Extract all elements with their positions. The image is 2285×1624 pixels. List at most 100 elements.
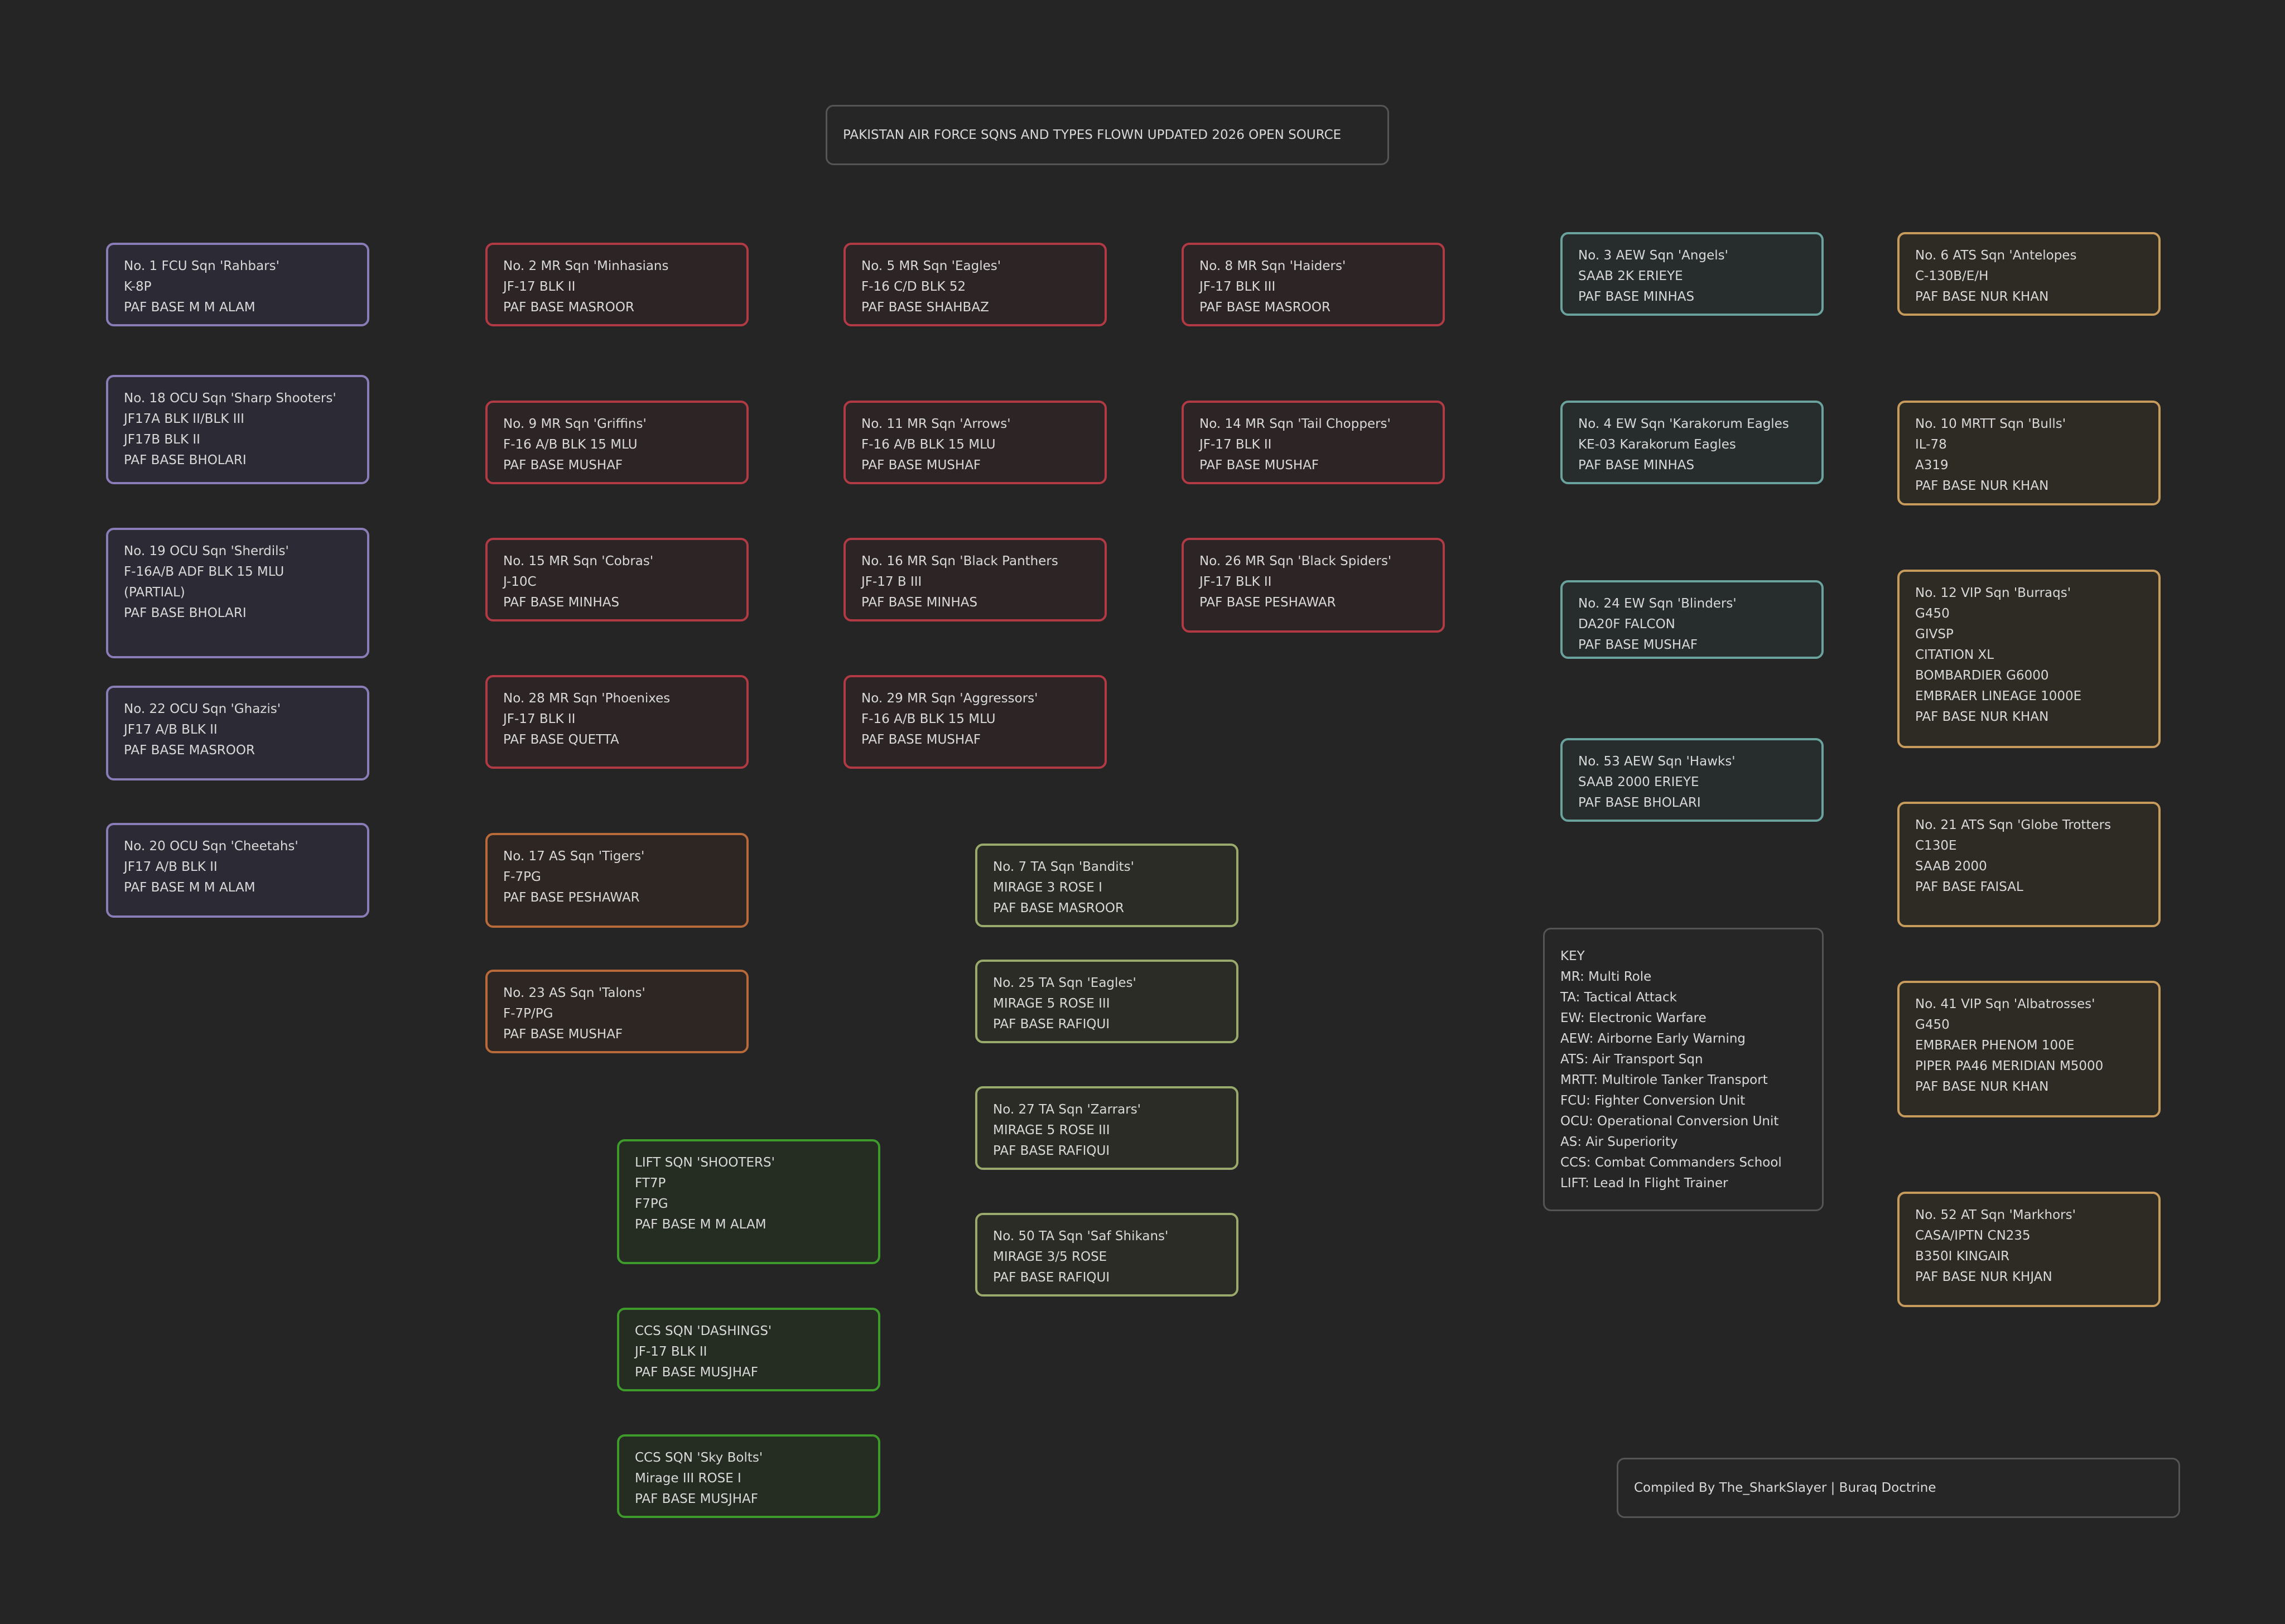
box-line: MRTT: Multirole Tanker Transport [1560,1073,1768,1087]
box-line: EW: Electronic Warfare [1560,1011,1706,1025]
box-line: PAF BASE MUSHAF [861,458,981,473]
box-line: PAF BASE PESHAWAR [1199,595,1336,610]
box-line: CCS: Combat Commanders School [1560,1155,1782,1170]
box-line: LIFT: Lead In Flight Trainer [1560,1176,1728,1191]
box-line: JF-17 BLK II [1199,575,1272,589]
box-line: PIPER PA46 MERIDIAN M5000 [1915,1059,2104,1073]
box-heading: No. 28 MR Sqn 'Phoenixes [503,691,671,706]
credit-box: Compiled By The_SharkSlayer | Buraq Doct… [1617,1458,2180,1518]
box-heading: No. 3 AEW Sqn 'Angels' [1578,248,1728,263]
box-heading: CCS SQN 'DASHINGS' [635,1324,772,1338]
squadron-box-11-mr: No. 11 MR Sqn 'Arrows'F-16 A/B BLK 15 ML… [843,401,1107,484]
squadron-box-14-mr: No. 14 MR Sqn 'Tail Choppers'JF-17 BLK I… [1182,401,1445,484]
box-heading: No. 16 MR Sqn 'Black Panthers [861,554,1058,568]
box-line: KE-03 Karakorum Eagles [1578,437,1736,452]
box-heading: No. 9 MR Sqn 'Griffins' [503,417,647,431]
squadron-box-5-mr: No. 5 MR Sqn 'Eagles' F-16 C/D BLK 52 PAF … [843,243,1107,326]
box-heading: No. 23 AS Sqn 'Talons' [503,986,645,1000]
box-line: (PARTIAL) [124,585,185,600]
box-line: DA20F FALCON [1578,617,1675,632]
box-heading: No. 5 MR Sqn 'Eagles' [861,259,1001,273]
box-line: PAF BASE MASROOR [124,743,255,758]
box-line: F-16 A/B BLK 15 MLU [861,712,996,726]
box-line: TA: Tactical Attack [1560,990,1677,1005]
squadron-box-26-mr: No. 26 MR Sqn 'Black Spiders'JF-17 BLK I… [1182,538,1445,633]
box-heading: No. 1 FCU Sqn 'Rahbars' [124,259,279,273]
box-line: PAF BASE M M ALAM [124,880,256,895]
box-line: JF-17 BLK II [635,1345,707,1359]
box-line: PAF BASE MUSHAF [1578,638,1698,652]
box-line: EMBRAER LINEAGE 1000E [1915,689,2082,703]
box-line: PAF BASE BHOLARI [1578,796,1701,810]
box-line: PAF BASE BHOLARI [124,453,247,468]
box-line: PAF BASE NUR KHAN [1915,710,2049,724]
credit-text: Compiled By The_SharkSlayer | Buraq Doct… [1634,1480,1936,1495]
box-line: PAF BASE MINHAS [1578,458,1695,473]
squadron-box-50-ta: No. 50 TA Sqn 'Saf Shikans' MIRAGE 3/5 RO… [975,1213,1238,1297]
box-line: JF-17 BLK II [1199,437,1272,452]
box-line: JF17 A/B BLK II [124,722,218,737]
box-heading: No. 41 VIP Sqn 'Albatrosses' [1915,997,2095,1011]
box-line: PAF BASE MUSHAF [503,1027,623,1042]
box-heading: No. 7 TA Sqn 'Bandits' [993,860,1134,874]
squadron-box-27-ta: No. 27 TA Sqn 'Zarrars'MIRAGE 5 ROSE III… [975,1086,1238,1170]
box-heading: No. 12 VIP Sqn 'Burraqs' [1915,586,2071,600]
box-line: PAF BASE NUR KHJAN [1915,1270,2052,1284]
box-heading: No. 29 MR Sqn 'Aggressors' [861,691,1038,706]
box-line: F-16 A/B BLK 15 MLU [861,437,996,452]
box-line: F7PG [635,1197,668,1211]
box-heading: No. 25 TA Sqn 'Eagles' [993,976,1136,990]
box-line: B350I KINGAIR [1915,1249,2010,1264]
box-line: F-16 A/B BLK 15 MLU [503,437,638,452]
box-heading: No. 19 OCU Sqn 'Sherdils' [124,544,289,558]
box-heading: No. 24 EW Sqn 'Blinders' [1578,596,1737,611]
box-line: PAF BASE M M ALAM [124,300,256,315]
box-line: PAF BASE NUR KHAN [1915,290,2049,304]
box-line: CITATION XL [1915,648,1994,662]
box-line: JF-17 BLK III [1199,279,1276,294]
box-heading: No. 20 OCU Sqn 'Cheetahs' [124,839,298,854]
box-heading: No. 18 OCU Sqn 'Sharp Shooters' [124,391,336,406]
box-line: JF17B BLK II [124,432,200,447]
box-heading: No. 10 MRTT Sqn 'Bulls' [1915,417,2066,431]
box-line: PAF BASE NUR KHAN [1915,1080,2049,1094]
box-line: PAF BASE MUSHAF [503,458,623,473]
box-line: JF17A BLK II/BLK III [124,412,244,426]
box-heading: No. 15 MR Sqn 'Cobras' [503,554,654,568]
box-line: G450 [1915,606,1950,621]
box-line: GIVSP [1915,627,1954,642]
box-line: A319 [1915,458,1949,473]
box-line: PAF BASE MINHAS [503,595,620,610]
box-line: MIRAGE 3/5 ROSE [993,1250,1107,1264]
box-line: PAF BASE FAISAL [1915,880,2023,894]
box-line: PAF BASE SHAHBAZ [861,300,989,315]
box-line: SAAB 2K ERIEYE [1578,269,1683,283]
box-heading: No. 50 TA Sqn 'Saf Shikans' [993,1229,1169,1244]
box-line: F-16 C/D BLK 52 [861,279,966,294]
box-line: EMBRAER PHENOM 100E [1915,1038,2075,1053]
box-line: PAF BASE MUSHAF [861,733,981,747]
box-line: PAF BASE MUSHAF [1199,458,1319,473]
box-line: AS: Air Superiority [1560,1135,1678,1149]
box-heading: CCS SQN 'Sky Bolts' [635,1450,763,1465]
squadron-box-18-ocu: No. 18 OCU Sqn 'Sharp Shooters' JF17A BLK… [106,375,369,484]
box-heading: No. 22 OCU Sqn 'Ghazis' [124,702,281,716]
box-line: PAF BASE M M ALAM [635,1217,767,1232]
box-line: BOMBARDIER G6000 [1915,668,2049,683]
box-line: SAAB 2000 [1915,859,1987,874]
box-line: FCU: Fighter Conversion Unit [1560,1093,1746,1108]
